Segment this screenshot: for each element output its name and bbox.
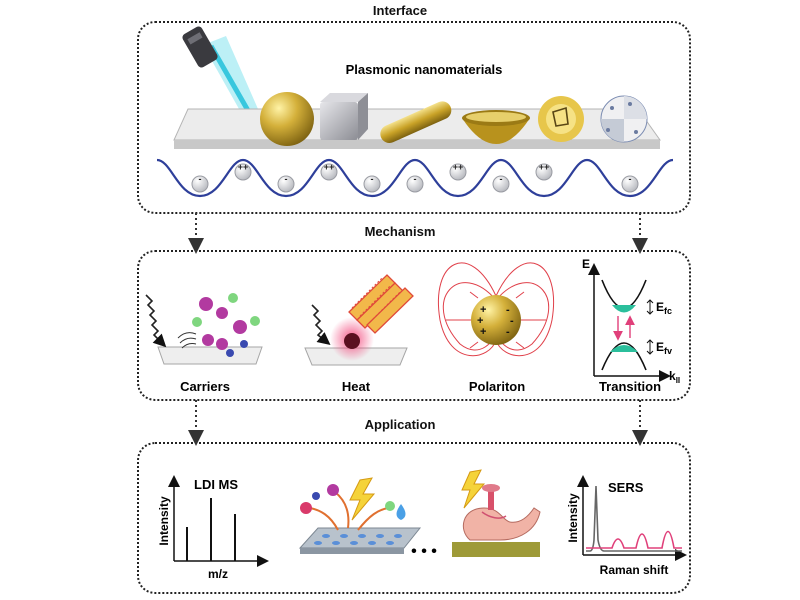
ldi-ms-ylabel: Intensity	[157, 496, 171, 546]
ellipsis: • • •	[411, 543, 437, 560]
ldi-ms-title: LDI MS	[194, 477, 238, 492]
svg-text:+: +	[480, 326, 486, 338]
sers-spectrum-gray	[586, 485, 682, 552]
charge-sign: ++	[453, 162, 464, 172]
ldi-ms-xlabel: m/z	[208, 567, 228, 581]
charge-spheres: - ++ - ++ - - ++ - ++ -	[191, 162, 639, 193]
transition-label: Transition	[599, 379, 661, 394]
charge-sphere	[492, 175, 510, 193]
carriers-label: Carriers	[180, 379, 230, 394]
charge-sphere	[535, 163, 553, 181]
nanoshell-particle-icon	[600, 95, 648, 143]
band-axis-e: E	[582, 257, 590, 271]
gold-nanorod-icon	[380, 101, 452, 143]
core-shell-particle-icon	[538, 96, 584, 142]
sers-title: SERS	[608, 480, 644, 495]
charge-sphere	[406, 175, 424, 193]
charge-sign: -	[199, 174, 202, 184]
section-title-mechanism: Mechanism	[364, 224, 436, 239]
laser-pointer-icon	[182, 26, 265, 132]
charge-sign: -	[414, 174, 417, 184]
sers-xlabel: Raman shift	[600, 563, 669, 577]
charge-sphere	[234, 163, 252, 181]
charge-sign: ++	[238, 162, 249, 172]
heat-illustration	[304, 274, 414, 366]
efc-label: Efc	[656, 300, 672, 316]
charge-sign: -	[285, 174, 288, 184]
charge-sign: -	[500, 174, 503, 184]
charge-sign: ++	[539, 162, 550, 172]
polariton-label: Polariton	[469, 379, 525, 394]
plasmonic-title: Plasmonic nanomaterials	[346, 62, 503, 77]
charge-sphere	[191, 175, 209, 193]
svg-text:-: -	[506, 326, 510, 338]
polariton-particle-icon	[471, 295, 521, 345]
ldi-substrate-illustration	[298, 477, 422, 554]
svg-text:+: +	[477, 315, 483, 327]
heat-label: Heat	[342, 379, 371, 394]
charge-sign: -	[371, 174, 374, 184]
gold-nanocup-icon	[462, 110, 530, 144]
charge-sphere	[621, 175, 639, 193]
sers-plot	[577, 475, 687, 561]
sers-ylabel: Intensity	[566, 493, 580, 543]
efv-label: Efv	[656, 340, 672, 356]
carriers-illustration	[145, 293, 263, 365]
application-panel	[137, 442, 691, 594]
svg-text:-: -	[510, 315, 514, 327]
charge-sign: ++	[324, 162, 335, 172]
ldi-ms-plot	[168, 475, 269, 567]
organ-illustration	[452, 469, 541, 557]
interface-panel	[137, 21, 691, 214]
sers-spectrum-pink	[586, 530, 682, 549]
svg-text:-: -	[506, 304, 510, 316]
charge-sign: -	[629, 174, 632, 184]
band-axis-k: kII	[669, 369, 680, 385]
mechanism-panel	[137, 250, 691, 401]
svg-text:+: +	[480, 304, 486, 316]
charge-sphere	[363, 175, 381, 193]
gold-nanosphere-icon	[260, 92, 314, 146]
plasmon-wave	[156, 158, 674, 198]
charge-sphere	[449, 163, 467, 181]
silver-nanocube-icon	[320, 93, 368, 140]
section-title-interface: Interface	[372, 3, 428, 18]
section-title-application: Application	[364, 417, 436, 432]
polariton-charges: +++ ---	[477, 304, 514, 338]
charge-sphere	[320, 163, 338, 181]
band-diagram	[588, 263, 671, 382]
charge-sphere	[277, 175, 295, 193]
